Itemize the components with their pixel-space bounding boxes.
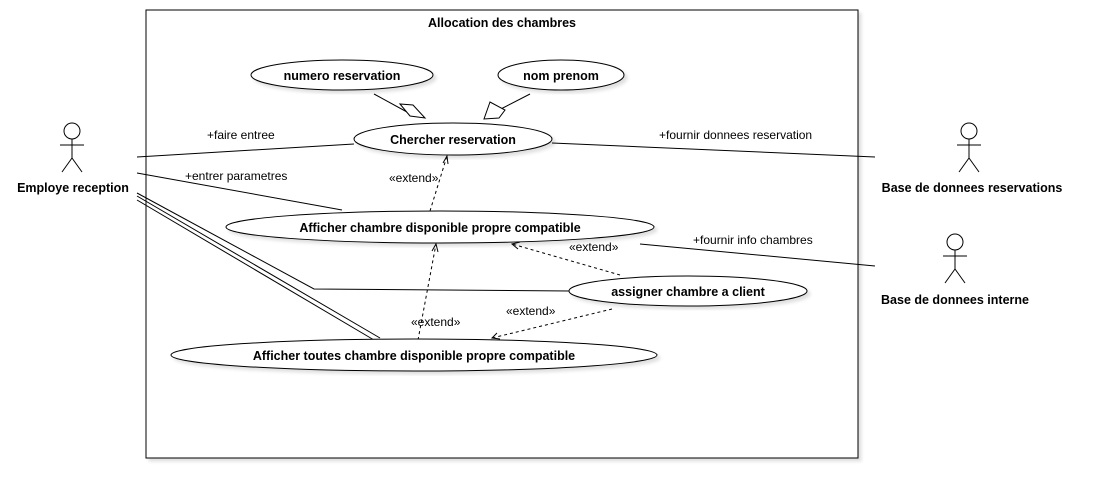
actor-base-interne[interactable] xyxy=(943,233,967,284)
extend-assigner-to-afficher xyxy=(511,243,621,276)
generalization-numero-line xyxy=(373,93,408,113)
actor-base-interne-label: Base de donnees interne xyxy=(881,293,1029,307)
usecase-assigner-chambre-label: assigner chambre a client xyxy=(611,285,765,299)
extend-arrowhead-chercher xyxy=(442,154,449,165)
usecase-afficher-toutes-label: Afficher toutes chambre disponible propr… xyxy=(253,349,575,363)
usecase-assigner-chambre[interactable] xyxy=(568,275,808,307)
actor-employe-reception[interactable] xyxy=(60,122,84,173)
usecase-numero-reservation-label: numero reservation xyxy=(284,69,401,83)
label-extend-toutes-afficher: «extend» xyxy=(411,315,461,329)
usecase-chercher-reservation-label: Chercher reservation xyxy=(390,133,516,147)
generalization-nom-line xyxy=(498,93,531,111)
assoc-employe-afficher xyxy=(136,172,343,211)
label-entrer-parametres: +entrer parametres xyxy=(185,169,287,183)
usecase-afficher-chambre-label: Afficher chambre disponible propre compa… xyxy=(299,221,580,235)
actor-employe-reception-label: Employe reception xyxy=(17,181,129,195)
extend-assigner-to-toutes xyxy=(491,308,613,339)
extend-arrowhead-afficher-from-toutes xyxy=(431,242,439,253)
assoc-chercher-base-reservations xyxy=(551,142,876,158)
usecase-chercher-reservation[interactable] xyxy=(353,122,553,156)
label-extend-afficher-chercher: «extend» xyxy=(389,171,439,185)
generalization-nom-arrowhead xyxy=(483,101,506,120)
actor-head-icon xyxy=(946,233,964,251)
usecase-nom-prenom[interactable] xyxy=(497,59,625,91)
usecase-nom-prenom-label: nom prenom xyxy=(523,69,599,83)
label-extend-assigner-afficher: «extend» xyxy=(569,240,619,254)
assoc-employe-toutes-2 xyxy=(136,199,375,341)
actor-head-icon xyxy=(960,122,978,140)
extend-toutes-to-afficher xyxy=(417,243,437,341)
extend-arrowhead-afficher-from-assigner xyxy=(510,241,521,250)
label-faire-entree: +faire entree xyxy=(207,128,275,142)
usecase-numero-reservation[interactable] xyxy=(250,59,434,91)
actor-base-reservations-label: Base de donnees reservations xyxy=(882,181,1063,195)
usecase-afficher-toutes[interactable] xyxy=(170,338,658,372)
label-fournir-donnees-reservation: +fournir donnees reservation xyxy=(659,128,812,142)
system-title: Allocation des chambres xyxy=(428,16,576,30)
generalization-numero-arrowhead xyxy=(398,103,427,119)
actor-base-reservations[interactable] xyxy=(957,122,981,173)
label-fournir-info-chambres: +fournir info chambres xyxy=(693,233,813,247)
label-extend-assigner-toutes: «extend» xyxy=(506,304,556,318)
usecase-afficher-chambre[interactable] xyxy=(225,210,655,244)
actor-head-icon xyxy=(63,122,81,140)
assoc-employe-toutes-1 xyxy=(136,195,381,339)
extend-arrowhead-toutes xyxy=(490,332,501,340)
assoc-afficher-base-interne xyxy=(639,243,876,267)
assoc-employe-assigner xyxy=(136,192,571,292)
assoc-employe-chercher xyxy=(136,143,355,158)
